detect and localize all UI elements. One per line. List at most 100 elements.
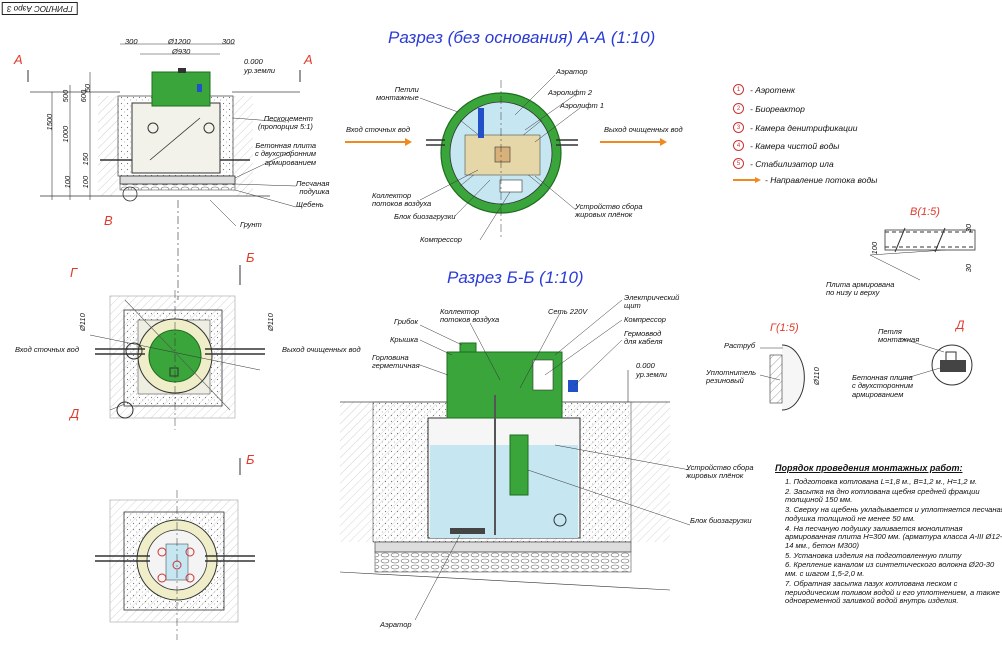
- bb-hermo: Гермоввод для кабеля: [624, 329, 663, 347]
- label-concrete-plate: Бетонная плита с двухсторонним армирован…: [255, 141, 317, 167]
- marker-a-left: А: [14, 52, 23, 67]
- detail-v-plate: Плита армирована по низу и верху: [826, 280, 895, 298]
- marker-b-top: Б: [246, 250, 255, 265]
- marker-v: В: [104, 213, 113, 228]
- label-sand-cement: Пескоцемент (пропорция 5:1): [258, 114, 313, 132]
- dim-100-a: 100: [63, 175, 73, 189]
- detail-d-title: Д: [956, 318, 965, 332]
- dim-1500: 1500: [45, 113, 55, 131]
- aa-bio-block: Блок биозагрузки: [394, 212, 456, 221]
- legend-item-3: 3 - Камера денитрификации: [733, 122, 857, 133]
- plan-view-outer: [89, 265, 265, 475]
- legend-text-1: - Аэротенк: [750, 84, 795, 95]
- steps-list: 1. Подготовка котлована L=1,8 м., B=1,2 …: [775, 477, 1002, 607]
- legend-text-2: - Биореактор: [750, 103, 805, 114]
- step-item: 7. Обратная засыпка пазух котлована песк…: [785, 578, 1002, 606]
- plan-outlet: Выход очищенных вод: [282, 345, 361, 354]
- step-item: 2. Засыпка на дно котлована щебня средне…: [785, 486, 980, 505]
- section-bb-title: Разрез Б-Б (1:10): [447, 268, 584, 287]
- detail-d-plate: Бетонная плита с двухсторонним армирован…: [852, 373, 914, 399]
- bb-compressor: Компрессор: [624, 315, 666, 324]
- dim-500: 500: [61, 89, 71, 103]
- marker-d: Д: [70, 406, 80, 421]
- aa-outlet: Выход очищенных вод: [604, 125, 683, 134]
- dim-150: 150: [81, 152, 91, 166]
- aa-fat-collector: Устройство сбора жировых плёнок: [575, 202, 643, 220]
- label-soil: Грунт: [240, 220, 262, 229]
- detail-v-drawing: [869, 227, 976, 281]
- step-item: 4. На песчаную подушку заливается моноли…: [785, 523, 1002, 551]
- step-item: 6. Крепление каналом из синтетического в…: [785, 560, 995, 579]
- bb-lid: Крышка: [390, 335, 419, 344]
- section-aa-drawing: [345, 74, 667, 241]
- legend-num-5: 5: [733, 158, 744, 169]
- legend-item-flow: - Направление потока воды: [733, 175, 877, 185]
- aa-aerator: Аэратор: [556, 67, 588, 76]
- legend-item-1: 1 - Аэротенк: [733, 84, 795, 95]
- dim-100-b: 100: [81, 175, 91, 189]
- legend-num-2: 2: [733, 103, 744, 114]
- dim-300-left: 300: [125, 37, 138, 46]
- detail-v-dim-30-b: 30: [964, 263, 974, 273]
- ground-level: ур.земли: [244, 66, 276, 75]
- marker-g: Г: [70, 265, 78, 280]
- legend-text-3: - Камера денитрификации: [750, 122, 858, 133]
- legend-item-2: 2 - Биореактор: [733, 103, 805, 114]
- dim-930: Ø930: [172, 47, 191, 56]
- legend-item-4: 4 - Камера чистой воды: [733, 140, 839, 151]
- bb-collector: Коллектор потоков воздуха: [440, 307, 500, 325]
- section-bb-drawing: [339, 299, 691, 621]
- plan-dim-110-left: Ø110: [77, 313, 87, 332]
- flow-arrow-icon: [733, 177, 761, 183]
- dim-1200: Ø1200: [168, 37, 191, 46]
- legend-flow-text: - Направление потока воды: [765, 175, 878, 185]
- bb-grib: Грибок: [394, 317, 419, 326]
- legend-num-4: 4: [733, 140, 744, 151]
- steps-title: Порядок проведения монтажных работ:: [775, 463, 963, 473]
- detail-g-bell: Раструб: [724, 341, 756, 350]
- dim-50: 50: [83, 83, 93, 93]
- front-view: [27, 43, 301, 300]
- legend-text-5: - Стабилизатор ила: [750, 158, 834, 169]
- marker-b-bottom: Б: [246, 452, 255, 467]
- detail-v-dim-30-a: 30: [964, 223, 974, 233]
- detail-v-dim-100: 100: [870, 241, 880, 255]
- bb-panel: Электрический щит: [624, 293, 680, 311]
- aa-inlet: Вход сточных вод: [346, 125, 410, 134]
- detail-g-dim: Ø110: [811, 367, 821, 386]
- section-aa-title: Разрез (без основания) А-А (1:10): [388, 28, 656, 47]
- marker-a-right: А: [304, 52, 313, 67]
- plan-dim-110-right: Ø110: [265, 313, 275, 332]
- detail-v-title: В(1:5): [910, 206, 940, 218]
- bb-network: Сеть 220V: [548, 307, 588, 316]
- detail-d-loop: Петля монтажная: [878, 327, 920, 345]
- plan-view-inner: [95, 490, 255, 640]
- bb-bio-block: Блок биозагрузки: [690, 516, 752, 525]
- level-mark: 0.000: [244, 57, 263, 66]
- step-item: 3. Сверху на щебень укладывается и уплот…: [785, 505, 1002, 523]
- step-item: 5. Установка изделия на подготовленную п…: [785, 550, 962, 560]
- bb-aerator: Аэратор: [380, 620, 412, 629]
- label-sand-cushion: Песчаная подушка: [296, 179, 330, 197]
- step-item: 1. Подготовка котлована L=1,8 м., B=1,2 …: [785, 477, 978, 486]
- legend-item-5: 5 - Стабилизатор ила: [733, 158, 834, 169]
- label-gravel: Щебень: [296, 200, 324, 209]
- legend-num-1: 1: [733, 84, 744, 95]
- bb-ground-level: ур.земли: [636, 370, 668, 379]
- aa-airlift1: Аэролифт 1: [560, 101, 605, 110]
- detail-g-seal: Уплотнитель резиновый: [706, 368, 757, 386]
- dim-300-right: 300: [222, 37, 235, 46]
- aa-collector: Коллектор потоков воздуха: [372, 191, 432, 209]
- aa-compressor: Компрессор: [420, 235, 462, 244]
- legend-num-3: 3: [733, 122, 744, 133]
- detail-g-drawing: [759, 344, 805, 411]
- bb-level: 0.000: [636, 361, 655, 370]
- detail-g-title: Г(1:5): [770, 322, 799, 334]
- legend-text-4: - Камера чистой воды: [750, 140, 840, 151]
- aa-loops: Петли монтажные: [376, 85, 419, 103]
- detail-d-drawing: [899, 337, 973, 386]
- bb-neck: Горловина герметичная: [372, 353, 420, 371]
- plan-inlet: Вход сточных вод: [15, 345, 79, 354]
- dim-1000: 1000: [61, 125, 71, 143]
